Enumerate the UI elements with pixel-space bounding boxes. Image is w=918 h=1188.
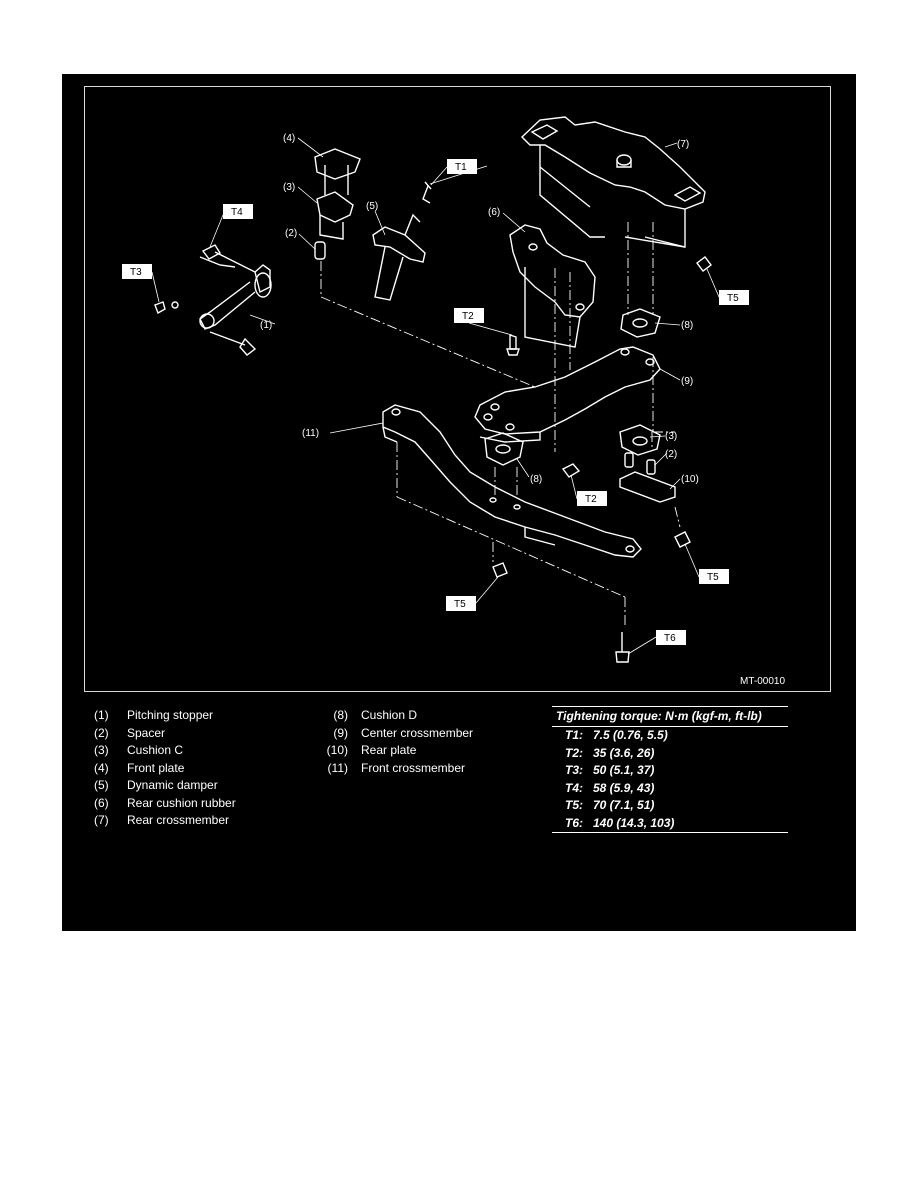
torque-table: Tightening torque: N·m (kgf-m, ft-lb) T1… bbox=[552, 706, 788, 833]
torque-row: T2:35 (3.6, 26) bbox=[565, 745, 655, 760]
svg-text:T4: T4 bbox=[231, 207, 243, 218]
tag-t2-upper: T2 bbox=[454, 308, 484, 323]
callout-3-upper: (3) bbox=[283, 182, 295, 193]
tag-t6: T6 bbox=[656, 630, 686, 645]
callout-3-lower: (3) bbox=[665, 431, 677, 442]
tag-t4: T4 bbox=[223, 204, 253, 219]
torque-row: T3:50 (5.1, 37) bbox=[565, 763, 655, 777]
legend-row: (2)Spacer bbox=[94, 725, 166, 740]
front-plate-assembly bbox=[314, 148, 361, 260]
legend-row: (4)Front plate bbox=[94, 760, 185, 775]
exploded-view-diagram: (1) (2) (2) (3) (3) (4) (5) (6) (7) (8) … bbox=[122, 116, 785, 687]
rear-crossmember bbox=[520, 116, 706, 248]
callout-9: (9) bbox=[681, 376, 693, 387]
callout-8-upper: (8) bbox=[681, 320, 693, 331]
assembly-guide-lines bbox=[320, 222, 681, 627]
torque-row: T5:70 (7.1, 51) bbox=[565, 798, 655, 812]
svg-text:T1: T1 bbox=[455, 162, 467, 173]
callout-2-lower: (2) bbox=[665, 449, 677, 460]
rear-cushion-rubber bbox=[509, 224, 596, 348]
callout-8-lower: (8) bbox=[530, 474, 542, 485]
legend-row: (9)Center crossmember bbox=[333, 725, 474, 740]
callout-5: (5) bbox=[366, 201, 378, 212]
svg-text:T3: T3 bbox=[130, 267, 142, 278]
legend-row: (10)Rear plate bbox=[326, 743, 417, 757]
cushion-d-lower bbox=[484, 432, 524, 466]
legend-row: (11)Front crossmember bbox=[327, 760, 466, 775]
torque-row: T6:140 (14.3, 103) bbox=[565, 815, 675, 830]
legend-row: (7)Rear crossmember bbox=[94, 813, 230, 827]
torque-row: T4:58 (5.9, 43) bbox=[565, 780, 655, 795]
legend-row: (6)Rear cushion rubber bbox=[94, 795, 236, 810]
callout-2-upper: (2) bbox=[285, 228, 297, 239]
callout-1: (1) bbox=[260, 320, 272, 331]
legend-row: (5)Dynamic damper bbox=[94, 778, 218, 792]
tag-t5-bottom: T5 bbox=[446, 596, 476, 611]
svg-text:T5: T5 bbox=[454, 599, 466, 610]
svg-text:T2: T2 bbox=[585, 494, 597, 505]
callout-11: (11) bbox=[302, 428, 319, 439]
svg-text:T5: T5 bbox=[727, 293, 739, 304]
svg-text:T2: T2 bbox=[462, 311, 474, 322]
dynamic-damper bbox=[372, 213, 426, 301]
cushion-d-upper bbox=[620, 308, 661, 338]
torque-table-title: Tightening torque: N·m (kgf-m, ft-lb) bbox=[552, 707, 788, 727]
tag-t2-lower: T2 bbox=[577, 491, 607, 506]
front-crossmember bbox=[382, 404, 642, 558]
tag-t3: T3 bbox=[122, 264, 152, 279]
fasteners bbox=[201, 181, 712, 663]
callout-7: (7) bbox=[677, 139, 689, 150]
svg-text:T5: T5 bbox=[707, 572, 719, 583]
svg-text:T6: T6 bbox=[664, 633, 676, 644]
pitching-stopper bbox=[154, 256, 272, 356]
rear-cushion-stack bbox=[619, 424, 676, 503]
callout-10: (10) bbox=[681, 474, 699, 485]
tag-t5-right-lower: T5 bbox=[699, 569, 729, 584]
legend-parts-left: (1)Pitching stopper (2)Spacer (3)Cushion… bbox=[94, 707, 274, 830]
legend-row: (1)Pitching stopper bbox=[94, 708, 214, 722]
figure-panel: (1) (2) (2) (3) (3) (4) (5) (6) (7) (8) … bbox=[62, 74, 856, 931]
legend-row: (8)Cushion D bbox=[333, 708, 418, 722]
callout-6: (6) bbox=[488, 207, 500, 218]
torque-row: T1:7.5 (0.76, 5.5) bbox=[565, 728, 668, 742]
diagram-code: MT-00010 bbox=[740, 676, 785, 687]
tag-t5-right-upper: T5 bbox=[719, 290, 749, 305]
diagram-frame: (1) (2) (2) (3) (3) (4) (5) (6) (7) (8) … bbox=[84, 86, 831, 692]
legend-parts-middle: (8)Cushion D (9)Center crossmember (10)R… bbox=[322, 707, 522, 777]
legend-row: (3)Cushion C bbox=[94, 743, 184, 757]
tag-t1: T1 bbox=[447, 159, 477, 174]
callout-4: (4) bbox=[283, 133, 295, 144]
